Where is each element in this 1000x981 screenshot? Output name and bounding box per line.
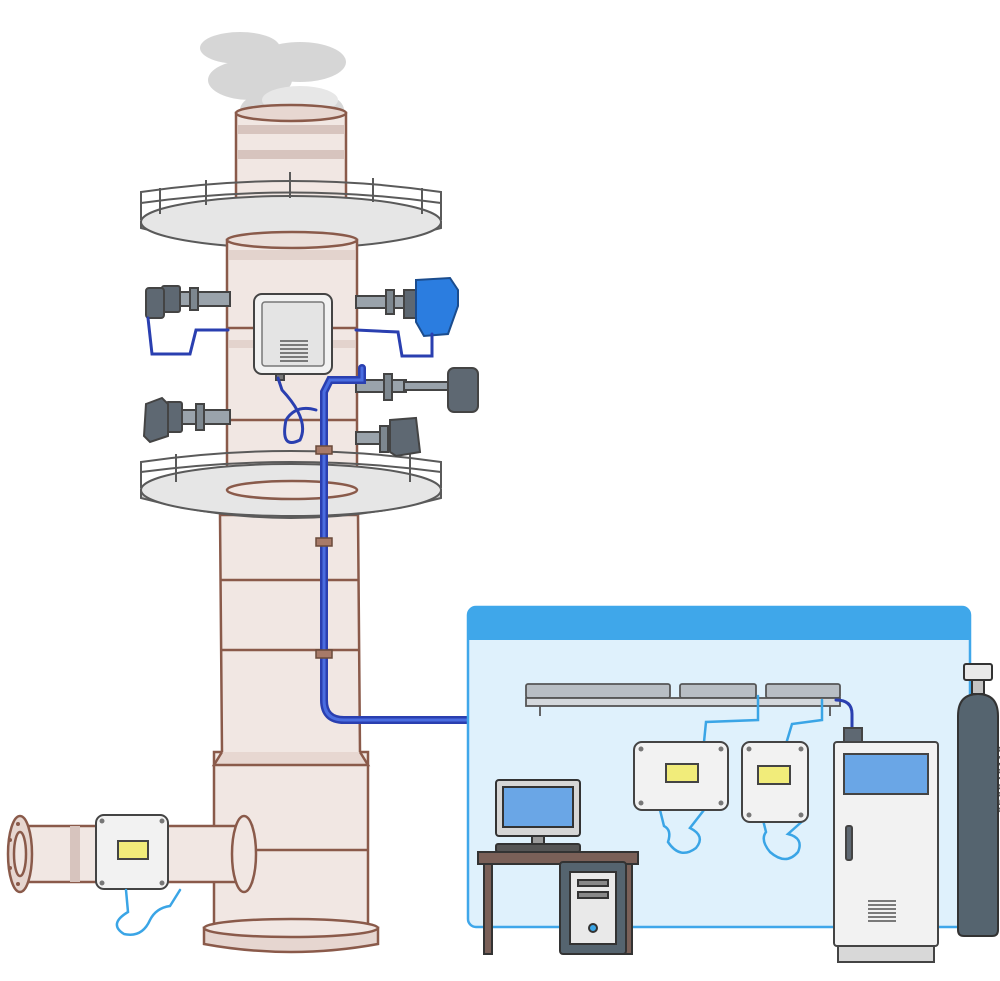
right-middle-probe-icon <box>355 367 479 413</box>
left-upper-gas-analyzer-icon <box>145 285 231 319</box>
lower-platform-icon <box>140 450 442 519</box>
upper-platform-icon <box>140 172 442 249</box>
stack-cables <box>115 316 534 936</box>
shelter-cables <box>658 694 854 861</box>
right-lower-probe-icon <box>355 416 422 458</box>
right-upper-gas-analyzer-icon <box>355 276 459 338</box>
gas-cylinder-icon <box>957 663 999 937</box>
analyzer-cabinet-icon <box>833 727 939 963</box>
flow-meter-icon <box>95 814 169 890</box>
junction-box-icon <box>253 293 333 381</box>
transmitter-2-icon <box>741 741 809 823</box>
pc-tower-icon <box>559 861 627 955</box>
stock-id-label: 656846113 <box>996 745 1000 814</box>
left-lower-gas-analyzer-icon <box>142 396 231 444</box>
cable-tray-icon <box>525 683 841 716</box>
computer-monitor-icon <box>495 779 581 853</box>
transmitter-1-icon <box>633 741 729 811</box>
